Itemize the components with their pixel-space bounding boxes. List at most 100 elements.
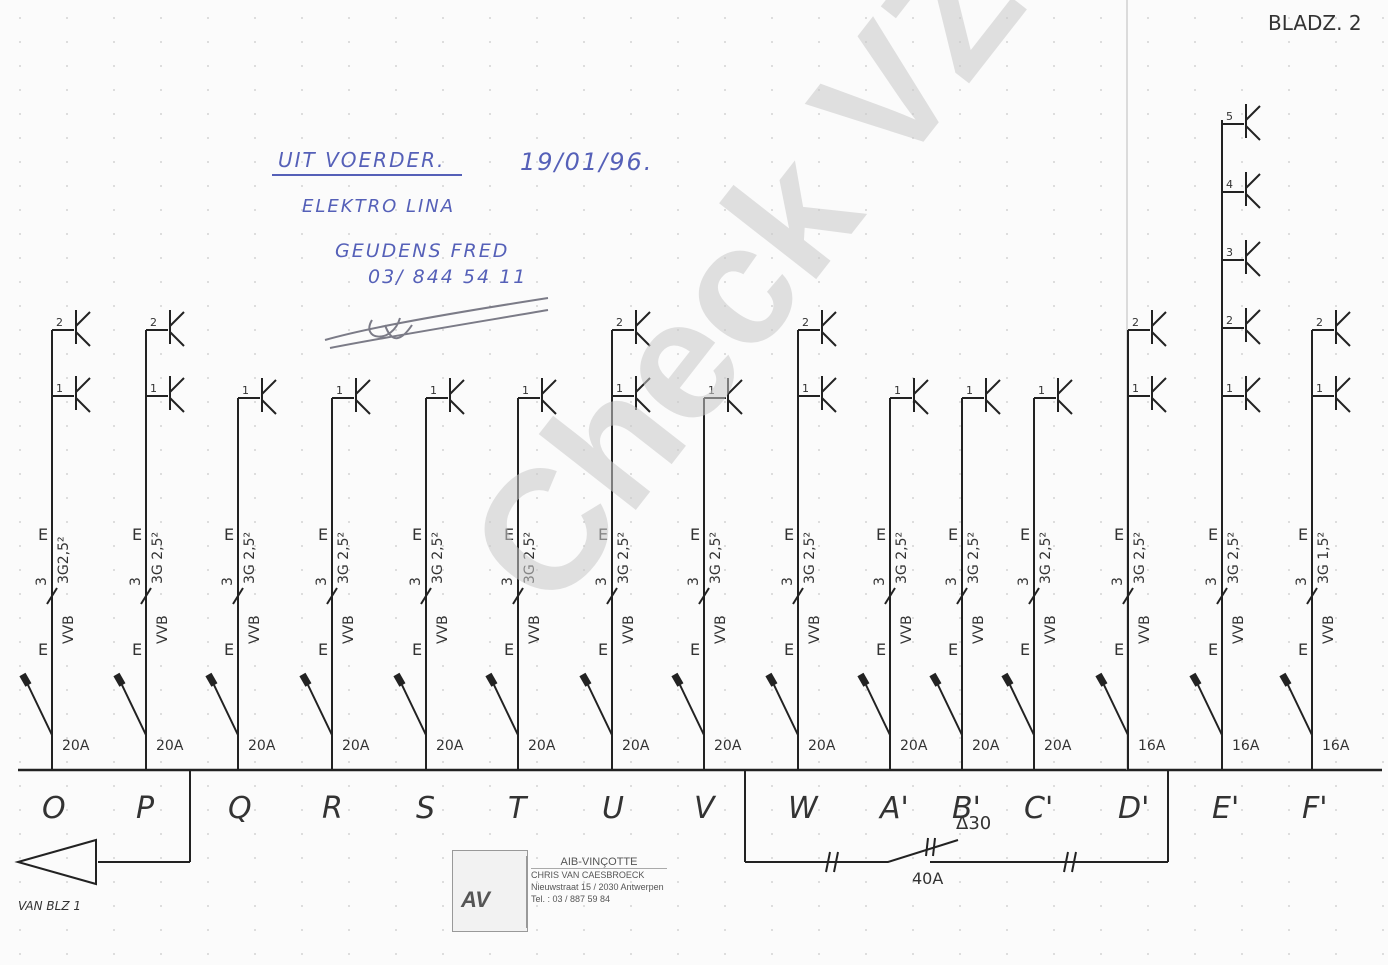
breaker-rating: 20A	[972, 738, 1000, 754]
earth-mark-bottom: E	[1114, 640, 1124, 659]
breaker-handle	[1279, 672, 1292, 687]
socket-outlet-symbol	[169, 376, 185, 413]
cable-size: 3G 2,5²	[616, 532, 632, 584]
earth-mark-top: E	[690, 525, 700, 544]
breaker-blade	[937, 684, 963, 736]
earth-mark-bottom: E	[876, 640, 886, 659]
earth-mark-top: E	[1020, 525, 1030, 544]
breaker-rating: 20A	[900, 738, 928, 754]
cable-tick	[1122, 587, 1134, 605]
cable-size: 3G 2,5²	[708, 532, 724, 584]
breaker-blade	[1197, 684, 1223, 736]
breaker-handle	[1001, 672, 1014, 687]
socket-outlet-symbol	[1057, 378, 1073, 415]
circuit-label: V	[694, 791, 717, 826]
outlet-number: 1	[522, 384, 529, 397]
circuit-label: Q	[228, 791, 252, 826]
outlet-number: 1	[1316, 382, 1323, 395]
breaker-rating: 16A	[1232, 738, 1260, 754]
core-count: 3	[128, 577, 144, 586]
circuit-label: R	[322, 791, 343, 826]
socket-outlet-symbol	[75, 310, 91, 347]
outlet-number: 1	[150, 382, 157, 395]
cable-type: VVB	[713, 615, 729, 644]
breaker-blade	[213, 684, 239, 736]
cable-tick	[884, 587, 896, 605]
socket-outlet-symbol	[1245, 104, 1261, 141]
cable-type: VVB	[971, 615, 987, 644]
from-page-label: VAN BLZ 1	[18, 899, 81, 913]
breaker-handle	[299, 672, 312, 687]
cable-size: 3G 2,5²	[894, 532, 910, 584]
core-count: 3	[500, 577, 516, 586]
outlet-number: 2	[56, 316, 63, 329]
socket-outlet-symbol	[1335, 310, 1351, 347]
socket-outlet-symbol	[1151, 310, 1167, 347]
socket-outlet-symbol	[1335, 376, 1351, 413]
cable-size: 3G 2,5²	[802, 532, 818, 584]
cable-tick	[512, 587, 524, 605]
breaker-handle	[19, 672, 32, 687]
breaker-blade	[587, 684, 613, 736]
annotation-contractor: UIT VOERDER.	[278, 148, 446, 172]
earth-mark-top: E	[784, 525, 794, 544]
breaker-handle	[485, 672, 498, 687]
outlet-number: 1	[708, 384, 715, 397]
breaker-rating: 20A	[62, 738, 90, 754]
inspection-logo: AV	[452, 850, 528, 932]
socket-outlet-symbol	[635, 310, 651, 347]
earth-mark-bottom: E	[1298, 640, 1308, 659]
circuit-label: O	[42, 791, 66, 826]
socket-outlet-symbol	[169, 310, 185, 347]
socket-outlet-symbol	[727, 378, 743, 415]
breaker-handle	[205, 672, 218, 687]
cable-type: VVB	[61, 615, 77, 644]
cable-tick	[232, 587, 244, 605]
earth-mark-bottom: E	[132, 640, 142, 659]
cable-ticks	[825, 837, 1077, 873]
cable-tick	[1028, 587, 1040, 605]
cable-type: VVB	[621, 615, 637, 644]
stamp-address: Nieuwstraat 15 / 2030 Antwerpen	[531, 882, 664, 892]
socket-outlet-symbol	[1245, 376, 1261, 413]
socket-outlet-symbol	[75, 376, 91, 413]
earth-mark-bottom: E	[1020, 640, 1030, 659]
circuit-label: T	[508, 791, 529, 826]
breaker-blade	[679, 684, 705, 736]
core-count: 3	[220, 577, 236, 586]
outlet-number: 5	[1226, 110, 1233, 123]
core-count: 3	[1204, 577, 1220, 586]
cable-tick	[420, 587, 432, 605]
breaker-handle	[393, 672, 406, 687]
core-count: 3	[1294, 577, 1310, 586]
breaker-rating: 20A	[342, 738, 370, 754]
earth-mark-top: E	[1298, 525, 1308, 544]
annotation-date: 19/01/96.	[520, 148, 654, 176]
cable-size: 3G 2,5²	[966, 532, 982, 584]
cable-size: 3G2,5²	[56, 536, 72, 584]
circuit-label: D'	[1118, 791, 1149, 826]
breaker-handle	[671, 672, 684, 687]
core-count: 3	[780, 577, 796, 586]
socket-outlet-symbol	[821, 310, 837, 347]
cable-type: VVB	[899, 615, 915, 644]
breaker-blade	[121, 684, 147, 736]
outlet-number: 1	[242, 384, 249, 397]
breaker-handle	[113, 672, 126, 687]
cable-size: 3G 2,5²	[1226, 532, 1242, 584]
outlet-number: 2	[1316, 316, 1323, 329]
cable-size: 3G 2,5²	[242, 532, 258, 584]
core-count: 3	[594, 577, 610, 586]
inspection-stamp: AV AIB-VINÇOTTE CHRIS VAN CAESBROECK Nie…	[452, 850, 667, 932]
outlet-number: 1	[1132, 382, 1139, 395]
circuit-label: U	[602, 791, 624, 826]
outlet-number: 1	[336, 384, 343, 397]
